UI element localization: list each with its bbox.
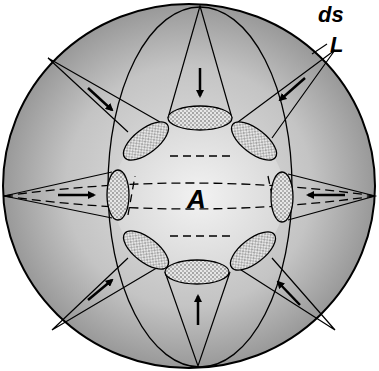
l-label: L: [330, 34, 343, 56]
ds-label: ds: [318, 4, 344, 26]
area-label: A: [187, 186, 206, 212]
